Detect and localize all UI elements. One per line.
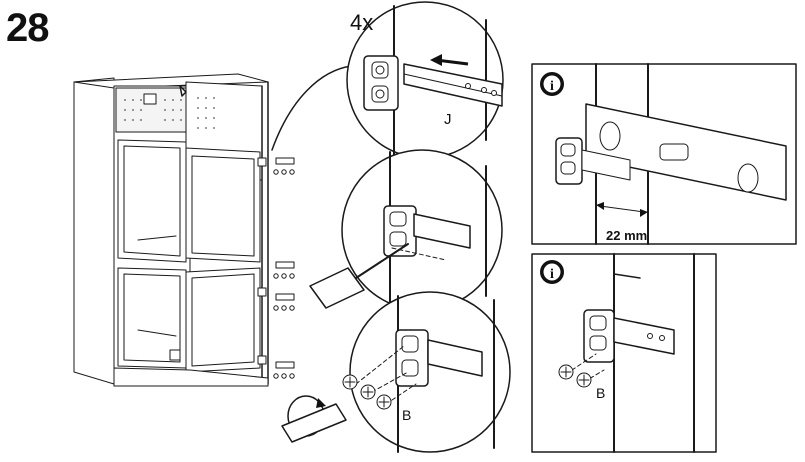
hinge-block xyxy=(143,93,157,105)
detail-circle-bracket xyxy=(346,1,504,159)
measurement-label: 22 mm xyxy=(606,228,647,243)
screw-icon xyxy=(289,169,295,175)
info-icon: i xyxy=(540,260,564,284)
detail-circle-screws xyxy=(281,291,511,453)
screw-icon xyxy=(576,372,592,388)
cabinet-illustration xyxy=(73,73,269,387)
bottom-hinge xyxy=(169,349,181,361)
bracket-part xyxy=(273,361,295,379)
step-number: 28 xyxy=(6,6,49,50)
screw-icon xyxy=(273,169,279,175)
bracket-label: J xyxy=(444,111,452,128)
cabinet-side-panel xyxy=(73,77,115,385)
cabinet-top-compartment xyxy=(115,87,189,133)
screw-label-top: B xyxy=(402,407,411,423)
screw-icon xyxy=(281,169,287,175)
screw-icon xyxy=(558,364,574,380)
screw-icon xyxy=(376,394,392,410)
bracket-part xyxy=(273,157,295,175)
screw-label-bottom: B xyxy=(596,385,605,401)
door-fittings xyxy=(257,157,267,365)
exploded-brackets xyxy=(273,157,295,379)
top-hinge-icon xyxy=(179,85,187,97)
screw-icon xyxy=(342,374,358,390)
detail-circle-screwdriver xyxy=(309,149,503,311)
callout-leader xyxy=(271,65,353,151)
cabinet-base xyxy=(113,367,269,387)
fridge-lower-door xyxy=(185,267,261,373)
fridge-upper-body xyxy=(117,139,187,263)
bracket-part xyxy=(273,293,295,311)
info-panel-screws: i xyxy=(531,253,717,453)
info-icon: i xyxy=(540,72,564,96)
svg-text:i: i xyxy=(550,79,554,94)
quantity-label: 4x xyxy=(350,10,373,35)
screw-icon xyxy=(360,384,376,400)
svg-text:i: i xyxy=(550,267,554,282)
screwdriver-icon xyxy=(309,267,365,309)
fridge-upper-door xyxy=(185,147,261,263)
info-panel-level: i xyxy=(531,63,797,245)
bracket-part xyxy=(273,261,295,279)
